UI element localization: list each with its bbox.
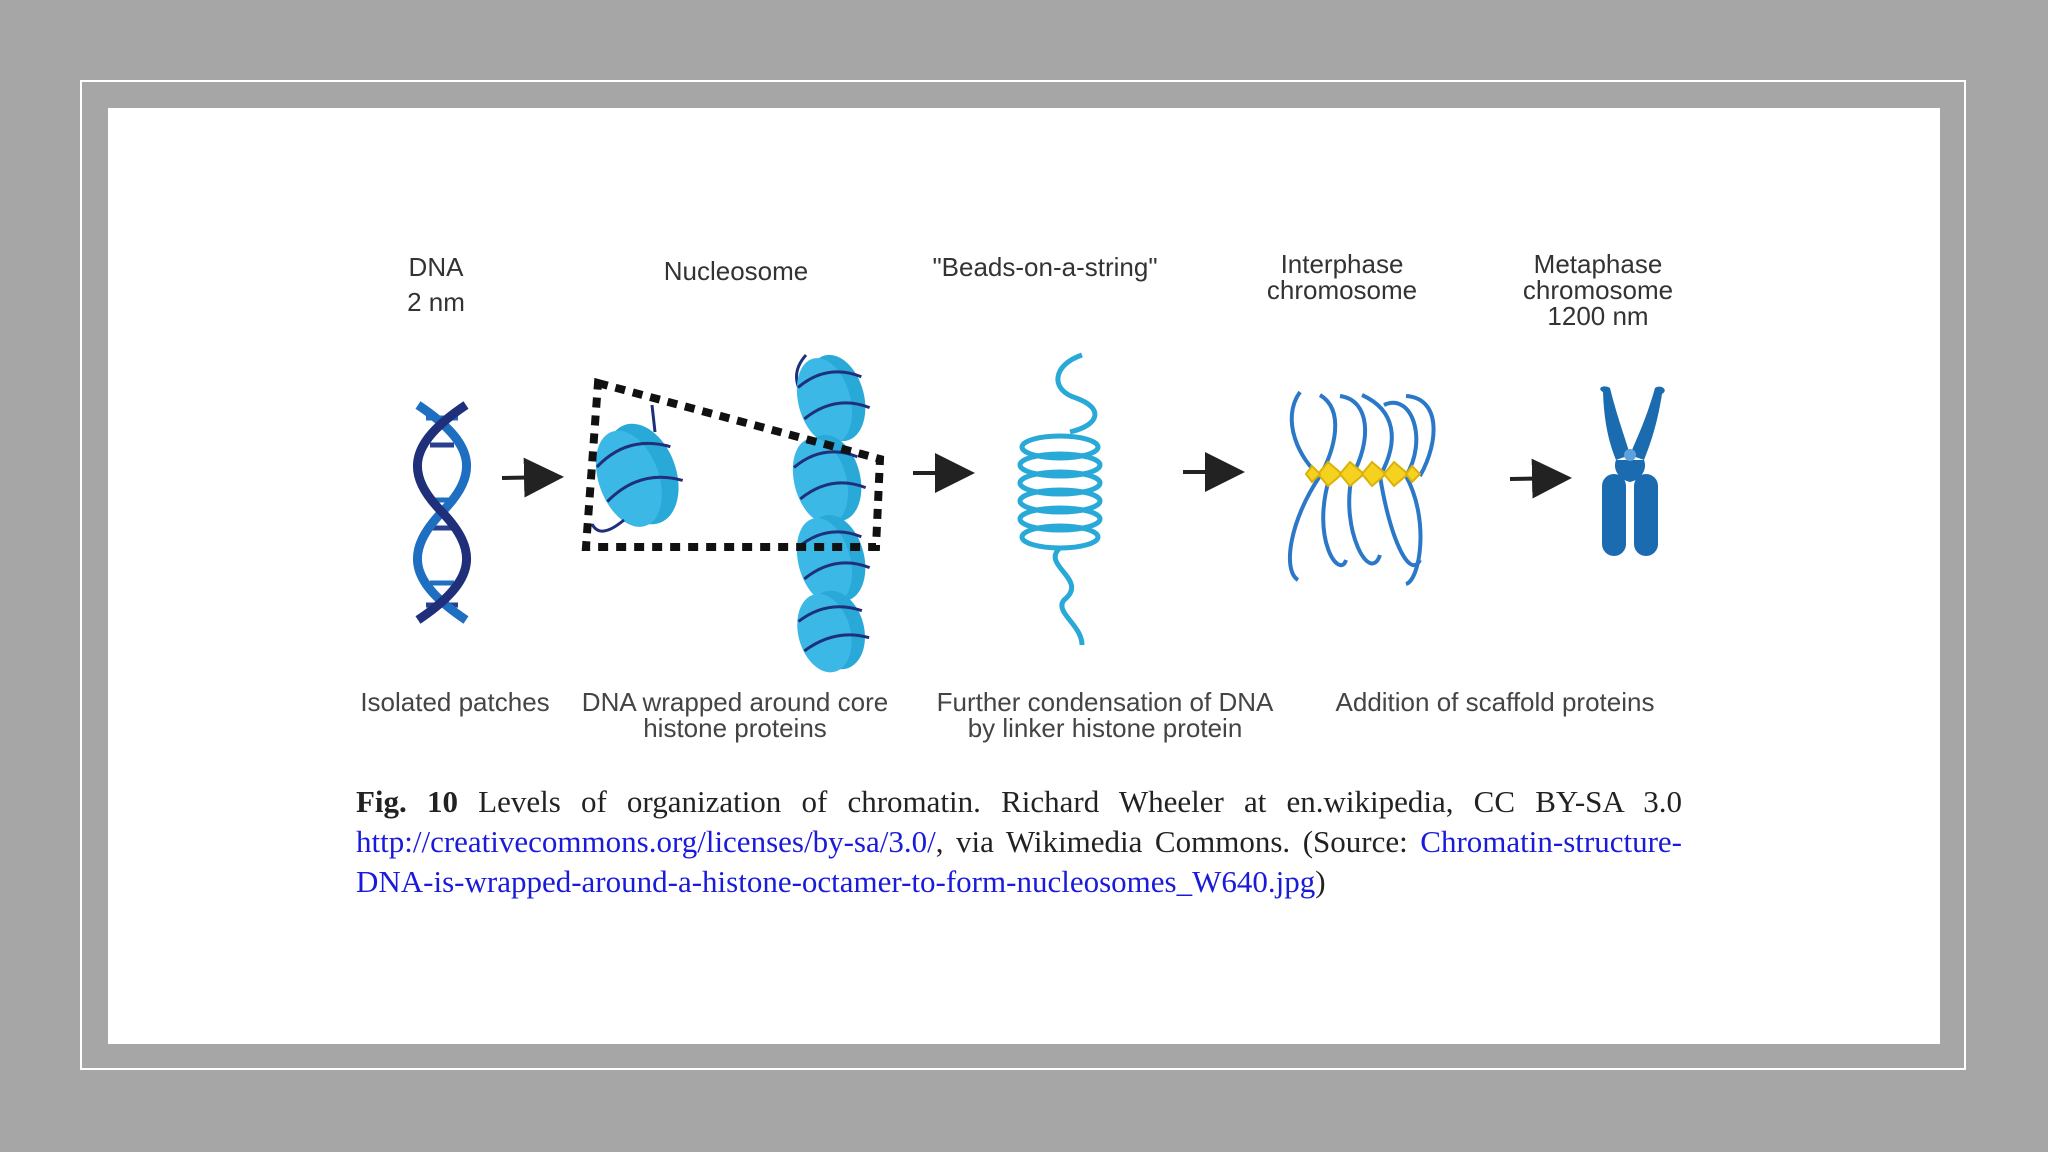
stage-desc-nucleosome: DNA wrapped around core histone proteins — [570, 689, 900, 741]
caption-text: ) — [1315, 864, 1326, 899]
figure-label: Fig. 10 — [356, 784, 458, 819]
stage-title-interphase: Interphase chromosome — [1242, 251, 1442, 303]
arrow-right-icon — [501, 457, 564, 498]
license-link[interactable]: http://creativecommons.org/licenses/by-s… — [356, 824, 936, 859]
title-line: 1200 nm — [1547, 301, 1649, 331]
title-line: Interphase — [1280, 249, 1404, 279]
title-line: "Beads-on-a-string" — [932, 252, 1158, 282]
nucleosome-icon — [581, 353, 885, 673]
figure-caption: Fig. 10 Levels of organization of chroma… — [356, 782, 1682, 902]
desc-line: histone proteins — [643, 713, 827, 743]
desc-line: Isolated patches — [360, 687, 550, 717]
scaffold-proteins — [1304, 460, 1422, 488]
source-link[interactable]: Chromatin-structure-DNA-is-wrapped-aroun… — [356, 824, 1682, 899]
stage-title-metaphase: Metaphase chromosome 1200 nm — [1498, 251, 1698, 329]
stage-desc-interphase: Addition of scaffold proteins — [1305, 689, 1685, 715]
stage-title-dna: DNA 2 nm — [386, 254, 486, 315]
desc-line: Addition of scaffold proteins — [1335, 687, 1655, 717]
caption-text: , via Wikimedia Commons. (Source: — [935, 824, 1421, 859]
interphase-chromosome-icon — [1287, 390, 1436, 586]
arrow-right-icon — [1509, 458, 1572, 499]
title-line: chromosome — [1266, 275, 1418, 305]
title-line: 2 nm — [407, 287, 465, 317]
title-line: DNA — [408, 252, 464, 282]
stage-title-beads: "Beads-on-a-string" — [915, 254, 1175, 280]
desc-line: DNA wrapped around core — [581, 687, 889, 717]
dna-helix-icon — [413, 401, 471, 624]
desc-line: by linker histone protein — [967, 713, 1243, 743]
title-line: Nucleosome — [663, 256, 809, 286]
outer-frame — [80, 80, 1966, 1070]
desc-line: Further condensation of DNA — [936, 687, 1274, 717]
beads-on-string-icon — [1017, 352, 1103, 646]
stage-title-nucleosome: Nucleosome — [636, 258, 836, 284]
stage-desc-beads: Further condensation of DNA by linker hi… — [920, 689, 1290, 741]
figure-panel — [108, 108, 1940, 1044]
stage-desc-dna: Isolated patches — [345, 689, 565, 715]
caption-text: Levels of organization of chromatin. Ric… — [457, 784, 1682, 819]
metaphase-chromosome-icon — [1600, 386, 1665, 556]
title-line: Metaphase — [1533, 249, 1663, 279]
title-line: chromosome — [1522, 275, 1674, 305]
